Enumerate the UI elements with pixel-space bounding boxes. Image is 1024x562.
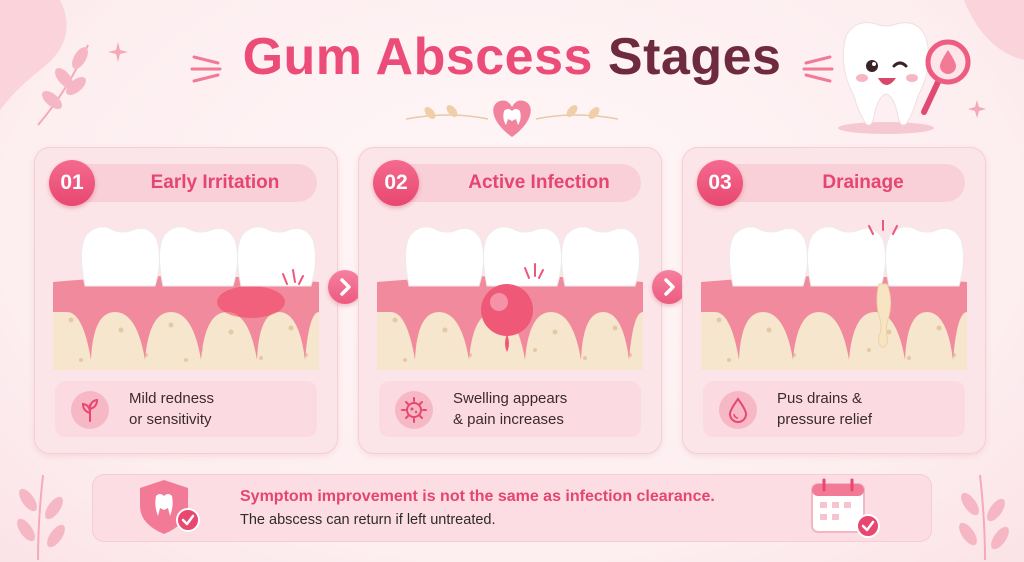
warning-banner: [92, 474, 932, 542]
stage-title: Active Infection: [468, 172, 610, 193]
stage-description: Swelling appears & pain increases: [453, 388, 633, 430]
stage-title: Early Irritation: [150, 172, 280, 193]
tooth-mascot-icon: [838, 22, 971, 134]
title-area: Gum Abscess Stages: [0, 22, 1024, 92]
gum-tooth-illustration-infection: [377, 226, 643, 370]
gum-tooth-illustration-early: [53, 226, 319, 370]
leaf-sprig-icon: [37, 44, 89, 126]
stage-description: Mild redness or sensitivity: [129, 388, 309, 430]
calendar-check-icon: [811, 478, 880, 538]
stage-description-line-2: or sensitivity: [129, 411, 212, 428]
germ-icon: [395, 391, 433, 429]
next-stage-arrow-icon: [328, 270, 362, 304]
stage-description-line-1: Swelling appears: [453, 390, 568, 407]
sprout-icon: [71, 391, 109, 429]
heart-tooth-divider: [405, 100, 619, 137]
stage-panel-2: 02 Active Infection Swelling appears & p…: [358, 147, 662, 454]
corner-blob-top-left: [0, 0, 67, 110]
banner-headline: Symptom improvement is not the same as i…: [240, 488, 715, 505]
next-stage-arrow-icon: [652, 270, 686, 304]
droplet-icon: [719, 391, 757, 429]
stage-number-badge: 01: [49, 160, 95, 206]
sparkle-icon: [108, 42, 128, 62]
stage-title: Drainage: [822, 172, 904, 193]
sparkle-lines-right-icon: [800, 47, 834, 92]
leaf-sprig-icon: [959, 474, 1009, 560]
shield-tooth-check-icon: [140, 480, 200, 534]
stage-number-badge: 03: [697, 160, 743, 206]
stage-header-bar: [713, 164, 965, 202]
stage-description-line-2: & pain increases: [453, 411, 564, 428]
banner-subtext: The abscess can return if left untreated…: [240, 512, 496, 528]
title-part-2: Stages: [607, 28, 782, 86]
title-part-1: Gum Abscess: [242, 28, 593, 86]
stage-description-line-1: Mild redness: [129, 390, 215, 407]
leaf-sprig-icon: [17, 474, 65, 560]
stage-header-bar: [389, 164, 641, 202]
stage-number-badge: 02: [373, 160, 419, 206]
sparkle-icon: [968, 100, 986, 118]
gum-tooth-illustration-drainage: [701, 220, 967, 370]
corner-blob-top-right: [964, 0, 1024, 60]
stage-header-bar: [65, 164, 317, 202]
sparkle-lines-left-icon: [190, 47, 224, 92]
stage-description-line-1: Pus drains &: [777, 390, 863, 407]
stage-description-line-2: pressure relief: [777, 411, 873, 428]
stage-panel-1: 01 Early Irritation Mild redness or sens…: [34, 147, 338, 454]
stage-description: Pus drains & pressure relief: [777, 388, 957, 430]
stage-panel-3: 03 Drainage Pus drains & pressure relief: [682, 147, 986, 454]
page-title: Gum Abscess Stages: [243, 22, 782, 92]
